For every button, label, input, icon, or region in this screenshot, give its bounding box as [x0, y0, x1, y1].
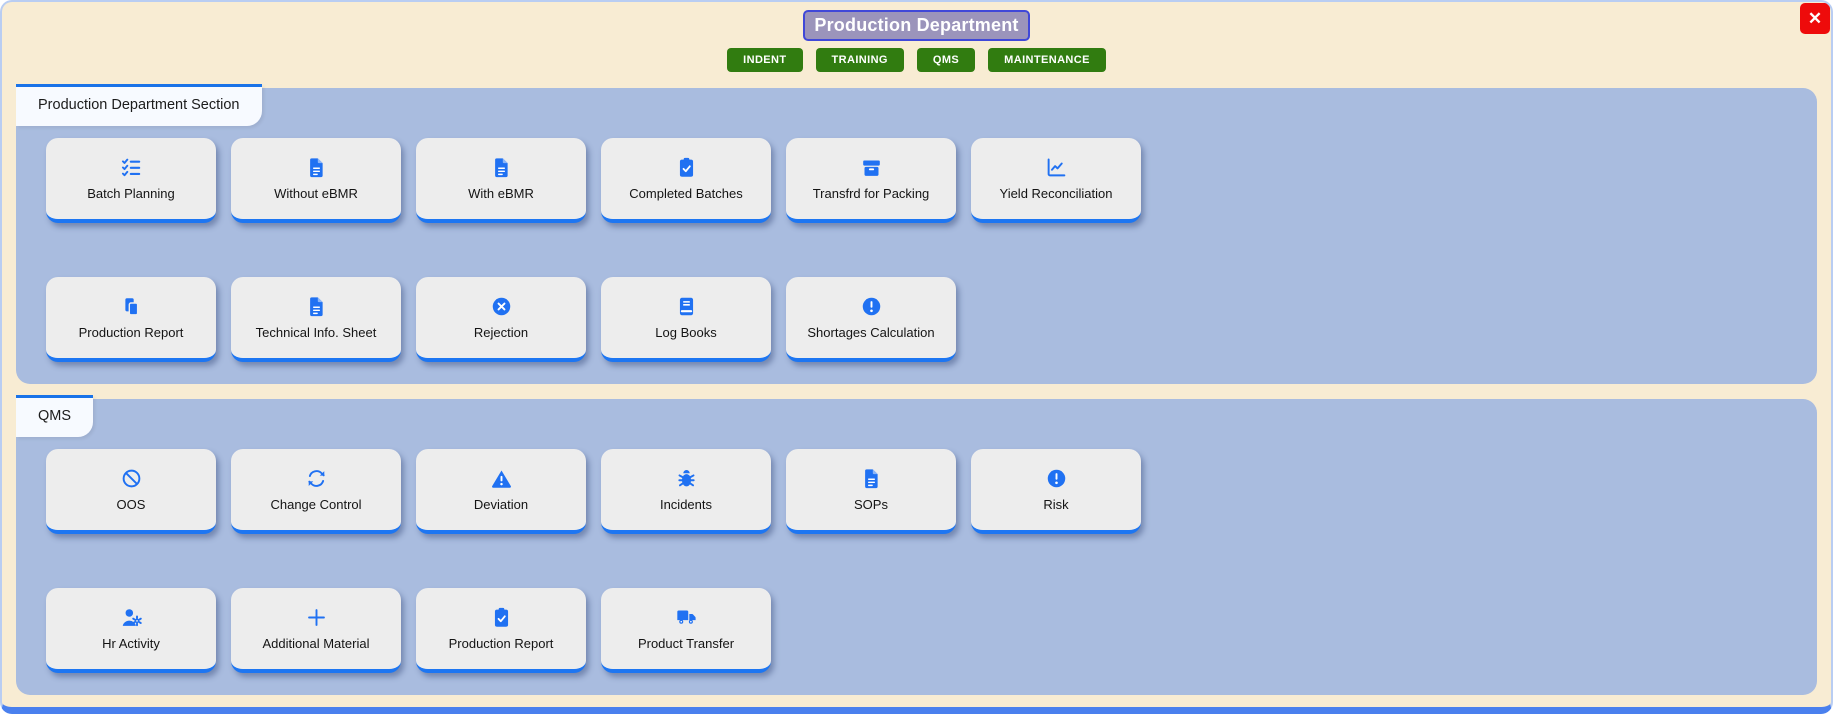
tile-technical-info-sheet[interactable]: Technical Info. Sheet	[231, 277, 401, 362]
tile-additional-material[interactable]: Additional Material	[231, 588, 401, 673]
file-lines-icon	[491, 157, 512, 179]
close-button[interactable]: ✕	[1800, 3, 1830, 34]
section-tab-qms[interactable]: QMS	[16, 395, 94, 437]
tile-production-report[interactable]: Production Report	[46, 277, 216, 362]
section-tab-label: Production Department Section	[38, 97, 240, 113]
user-gear-icon	[121, 607, 142, 629]
clipboard-check-icon	[491, 607, 512, 629]
tile-grid: Batch Planning Without eBMR With eBMR Co…	[46, 138, 1797, 362]
tile-completed-batches[interactable]: Completed Batches	[601, 138, 771, 223]
tile-product-transfer[interactable]: Product Transfer	[601, 588, 771, 673]
tile-with-ebmr[interactable]: With eBMR	[416, 138, 586, 223]
nav-button-training[interactable]: TRAINING	[815, 48, 904, 72]
tile-log-books[interactable]: Log Books	[601, 277, 771, 362]
nav-button-maintenance[interactable]: MAINTENANCE	[988, 48, 1106, 72]
tile-production-report[interactable]: Production Report	[416, 588, 586, 673]
tile-risk[interactable]: Risk	[971, 449, 1141, 534]
section-qms: QMS OOS Change Control Deviation Inciden…	[16, 395, 1817, 695]
close-icon: ✕	[1807, 8, 1823, 28]
tile-batch-planning[interactable]: Batch Planning	[46, 138, 216, 223]
clipboard-check-icon	[676, 157, 697, 179]
circle-xmark-icon	[491, 296, 512, 318]
list-check-icon	[121, 157, 142, 179]
nav-button-qms[interactable]: QMS	[916, 48, 976, 72]
tile-incidents[interactable]: Incidents	[601, 449, 771, 534]
tile-sops[interactable]: SOPs	[786, 449, 956, 534]
file-lines-icon	[306, 157, 327, 179]
chart-line-icon	[1046, 157, 1067, 179]
tile-grid: OOS Change Control Deviation Incidents S…	[46, 449, 1797, 673]
book-icon	[676, 296, 697, 318]
file-lines-icon	[306, 296, 327, 318]
tile-transfrd-for-packing[interactable]: Transfrd for Packing	[786, 138, 956, 223]
tile-change-control[interactable]: Change Control	[231, 449, 401, 534]
section-production-department-section: Production Department Section Batch Plan…	[16, 84, 1817, 384]
rotate-icon	[306, 468, 327, 490]
ban-icon	[121, 468, 142, 490]
plus-icon	[306, 607, 327, 629]
page-title: Production Department	[803, 10, 1030, 41]
tile-hr-activity[interactable]: Hr Activity	[46, 588, 216, 673]
nav-button-indent[interactable]: INDENT	[727, 48, 803, 72]
tile-deviation[interactable]: Deviation	[416, 449, 586, 534]
file-lines-icon	[861, 468, 882, 490]
titlebar: Production Department	[2, 2, 1831, 41]
section-panel: OOS Change Control Deviation Incidents S…	[16, 399, 1817, 695]
tile-shortages-calculation[interactable]: Shortages Calculation	[786, 277, 956, 362]
triangle-exclamation-icon	[491, 468, 512, 490]
box-archive-icon	[861, 157, 882, 179]
section-panel: Batch Planning Without eBMR With eBMR Co…	[16, 88, 1817, 384]
sections-container: Production Department Section Batch Plan…	[2, 72, 1831, 695]
tile-without-ebmr[interactable]: Without eBMR	[231, 138, 401, 223]
nav-button-row: INDENT TRAINING QMS MAINTENANCE	[2, 48, 1831, 72]
section-tab-production-department-section[interactable]: Production Department Section	[16, 84, 262, 126]
circle-exclamation-icon	[1046, 468, 1067, 490]
tile-yield-reconciliation[interactable]: Yield Reconciliation	[971, 138, 1141, 223]
circle-exclamation-icon	[861, 296, 882, 318]
tile-oos[interactable]: OOS	[46, 449, 216, 534]
bug-icon	[676, 468, 697, 490]
section-tab-label: QMS	[38, 408, 72, 424]
truck-icon	[676, 607, 697, 629]
tile-rejection[interactable]: Rejection	[416, 277, 586, 362]
copy-icon	[121, 296, 142, 318]
